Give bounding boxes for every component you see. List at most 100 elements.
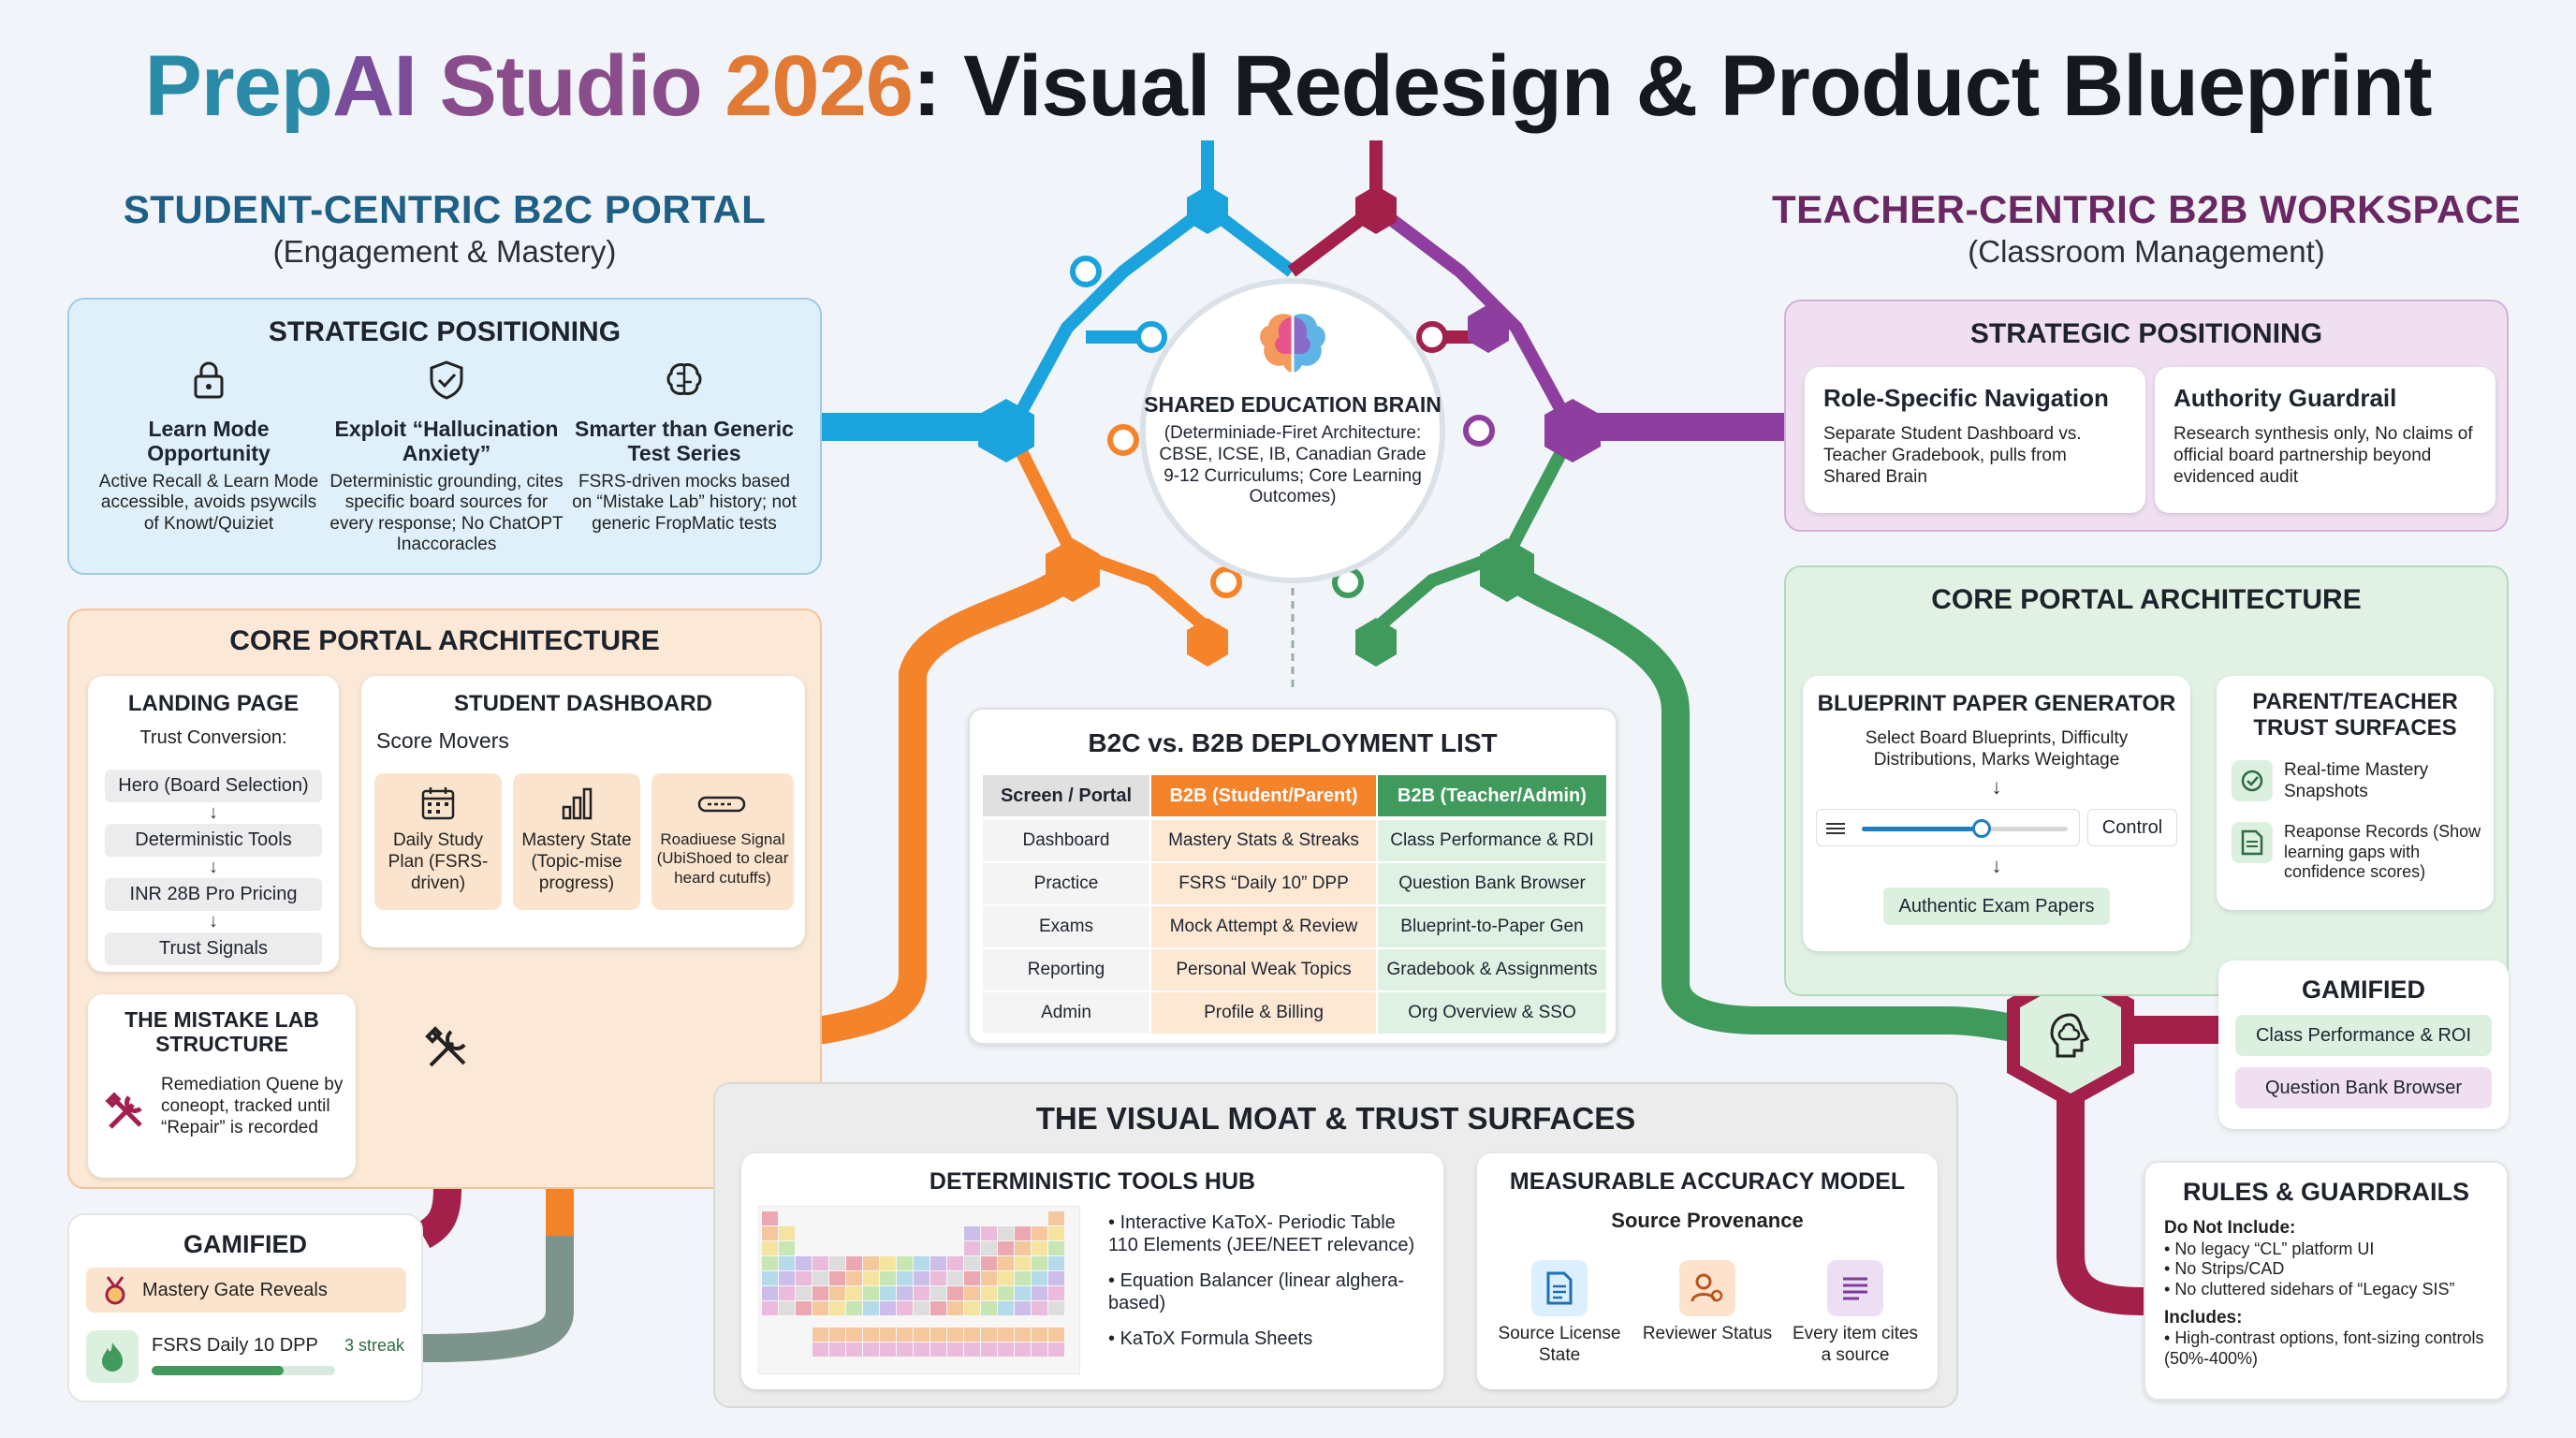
landing-step[interactable]: Deterministic Tools (105, 824, 322, 857)
rules-item-text: No cluttered sidehars of “Legacy SIS” (2174, 1279, 2455, 1299)
flow-arrow-icon: ↓ (1991, 774, 2002, 799)
b2c-core-title: CORE PORTAL ARCHITECTURE (229, 625, 660, 656)
gamified-item-class-performance[interactable]: Class Performance & ROI (2235, 1015, 2492, 1056)
accuracy-item-reviewer[interactable]: Reviewer Status (1642, 1260, 1773, 1345)
rules-item-text: High-contrast options, font-sizing contr… (2164, 1328, 2484, 1368)
table-cell: Practice (983, 863, 1149, 904)
table-header-row: Screen / Portal B2B (Student/Parent) B2B… (983, 775, 1606, 818)
accuracy-item-cites[interactable]: Every item cites a source (1790, 1260, 1921, 1367)
flame-icon (86, 1330, 139, 1383)
streak-badge: 3 streak (344, 1336, 404, 1355)
deterministic-tools-card: DETERMINISTIC TOOLS HUB • Interactive Ka… (741, 1153, 1443, 1389)
table-cell: Class Performance & RDI (1378, 820, 1606, 861)
authentic-exam-papers-pill[interactable]: Authentic Exam Papers (1883, 888, 2110, 925)
b2c-core-panel: CORE PORTAL ARCHITECTURE LANDING PAGE Tr… (67, 609, 822, 1189)
slider-knob[interactable] (1971, 819, 1991, 838)
rules-item-text: No legacy “CL” platform UI (2174, 1239, 2375, 1258)
gamified-label: Mastery Gate Reveals (142, 1280, 328, 1300)
blueprint-title: BLUEPRINT PAPER GENERATOR (1817, 691, 2176, 716)
tools-bullet: • Equation Balancer (linear alghera-base… (1108, 1270, 1405, 1313)
deployment-list-card: B2C vs. B2B DEPLOYMENT LIST Screen / Por… (968, 708, 1617, 1045)
blueprint-generator-card: BLUEPRINT PAPER GENERATOR Select Board B… (1803, 676, 2190, 951)
signal-icon (697, 796, 746, 813)
lock-icon (194, 361, 224, 399)
tools-bullet-list: • Interactive KaToX- Periodic Table 110 … (1108, 1211, 1427, 1350)
trust-item-snapshots[interactable]: Real-time Mastery Snapshots (2232, 760, 2484, 803)
rules-exclude-title: Do Not Include: (2164, 1218, 2296, 1238)
rules-title: RULES & GUARDRAILS (2182, 1178, 2469, 1206)
control-button[interactable]: Control (2087, 809, 2177, 846)
trust-item-records[interactable]: Reaponse Records (Show learning gaps wit… (2232, 822, 2490, 883)
b2b-gamified-title: GAMIFIED (2302, 976, 2425, 1004)
table-cell: Admin (983, 992, 1149, 1034)
slider-fill (1862, 827, 1982, 831)
b2b-heading: TEACHER-CENTRIC B2B WORKSPACE (1771, 187, 2522, 231)
calendar-icon (421, 787, 455, 820)
b2b-core-panel: CORE PORTAL ARCHITECTURE BLUEPRINT PAPER… (1784, 565, 2509, 996)
slider-track (1862, 827, 2068, 831)
brain-desc: (Determiniade-Firet Architecture: CBSE, … (1159, 423, 1427, 507)
dashboard-title: STUDENT DASHBOARD (454, 691, 712, 716)
table-cell: Exams (983, 906, 1149, 947)
gamified-item-question-bank[interactable]: Question Bank Browser (2235, 1067, 2492, 1108)
b2c-strategic-panel: STRATEGIC POSITIONING Learn Mode Opportu… (67, 298, 822, 575)
landing-step[interactable]: Trust Signals (105, 932, 322, 965)
flow-arrow-icon: ↓ (209, 857, 218, 877)
gamified-item-fsrs-daily[interactable]: FSRS Daily 10 DPP 3 streak (86, 1324, 406, 1389)
table-header: Screen / Portal (983, 775, 1149, 816)
landing-step[interactable]: INR 28B Pro Pricing (105, 878, 322, 911)
strategic-item-desc: FSRS-driven mocks based on “Mistake Lab”… (572, 471, 797, 534)
tile-mastery-state[interactable]: Mastery State (Topic-mise progress) (513, 773, 640, 910)
b2c-subheading: (Engagement & Mastery) (272, 234, 617, 269)
landing-step[interactable]: Hero (Board Selection) (105, 770, 322, 802)
shared-brain-hub: SHARED EDUCATION BRAIN (Determiniade-Fir… (1143, 309, 1442, 508)
strategic-item-head: Exploit “Hallucination Anxiety” (334, 417, 559, 466)
connector-green (1496, 559, 2032, 1044)
table-cell: Dashboard (983, 820, 1149, 861)
gamified-label: FSRS Daily 10 DPP (152, 1335, 318, 1356)
tile-label: Mastery State (Topic-mise progress) (521, 830, 632, 893)
b2b-strategic-title: STRATEGIC POSITIONING (1969, 318, 2323, 349)
colorful-brain-icon (1260, 314, 1325, 373)
mistake-lab-desc: Remediation Quene by coneopt, tracked un… (161, 1075, 344, 1137)
page-title: PrepAI Studio 2026: Visual Redesign & Pr… (0, 37, 2576, 136)
strategic-item-desc: Deterministic grounding, cites specific … (329, 471, 564, 555)
blueprint-slider[interactable] (1816, 809, 2080, 846)
medal-icon (105, 1276, 125, 1305)
b2b-core-title: CORE PORTAL ARCHITECTURE (1931, 584, 2362, 615)
tile-daily-study-plan[interactable]: Daily Study Plan (FSRS-driven) (374, 773, 502, 910)
periodic-table-icon[interactable] (758, 1206, 1080, 1374)
strategic-card-authority-guardrail: Authority Guardrail Research synthesis o… (2155, 367, 2496, 513)
table-header: B2B (Student/Parent) (1151, 775, 1376, 816)
title-rest: : Visual Redesign & Product Blueprint (912, 38, 2433, 134)
strategic-card-head: Authority Guardrail (2174, 384, 2397, 412)
b2c-strategic-title: STRATEGIC POSITIONING (268, 316, 622, 347)
tools-bullet-text: KaToX Formula Sheets (1120, 1328, 1313, 1349)
student-dashboard-card: STUDENT DASHBOARD Score Movers Daily Stu… (361, 676, 805, 947)
blueprint-desc: Select Board Blueprints, Difficulty Dist… (1865, 728, 2129, 770)
accuracy-model-card: MEASURABLE ACCURACY MODEL Source Provena… (1477, 1153, 1938, 1389)
accuracy-item-license[interactable]: Source License State (1494, 1260, 1625, 1367)
tools-bullet-text: Interactive KaToX- Periodic Table 110 El… (1108, 1212, 1415, 1255)
strategic-item-head: Smarter than Generic Test Series (575, 417, 794, 466)
rules-exclude-item: • No cluttered sidehars of “Legacy SIS” (2164, 1279, 2455, 1299)
rules-exclude-item: • No Strips/CAD (2164, 1259, 2285, 1279)
b2b-gamified-panel: GAMIFIED Class Performance & ROI Questio… (2218, 961, 2509, 1129)
b2c-heading: STUDENT-CENTRIC B2C PORTAL (123, 187, 767, 231)
table-cell: Personal Weak Topics (1151, 949, 1376, 990)
rules-guardrails-card: RULES & GUARDRAILS Do Not Include: • No … (2144, 1161, 2509, 1401)
trust-surfaces-card: PARENT/TEACHER TRUST SURFACES Real-time … (2217, 676, 2494, 910)
tile-readiness-signal[interactable]: Roadiuese Signal (Ubi­Shoed to clear hea… (651, 773, 794, 910)
connector-orange-blend (422, 1236, 574, 1362)
strategic-card-role-navigation: Role-Specific Navigation Separate Studen… (1805, 367, 2145, 513)
flow-arrow-icon: ↓ (209, 911, 218, 932)
gamified-item-mastery-gate[interactable]: Mastery Gate Reveals (86, 1268, 406, 1313)
accuracy-title: MEASURABLE ACCURACY MODEL (1509, 1168, 1906, 1195)
document-icon (1531, 1260, 1588, 1316)
table-cell: Profile & Billing (1151, 992, 1376, 1034)
